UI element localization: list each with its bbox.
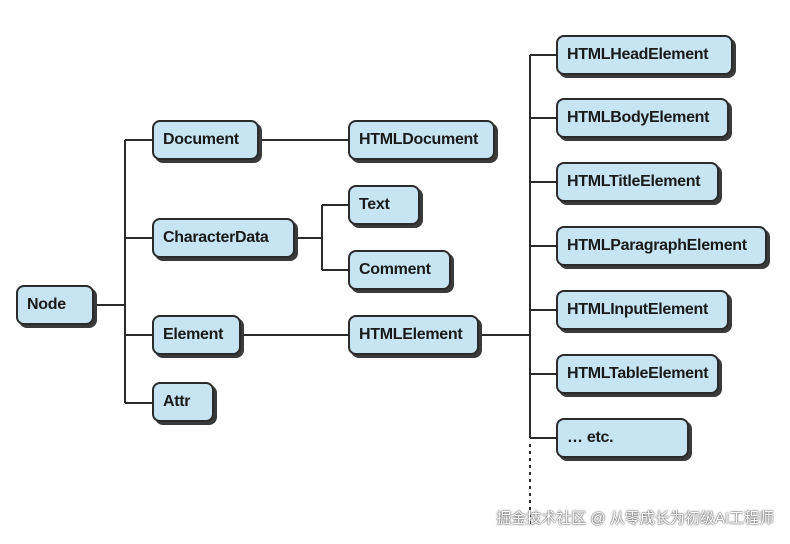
element-box: Element (152, 315, 241, 355)
watermark-text: 掘金技术社区 @ 从零成长为初级AI工程师 (496, 510, 774, 527)
html-document-box: HTMLDocument (348, 120, 495, 160)
character-data-box: CharacterData (152, 218, 295, 258)
etc-box: … etc. (556, 418, 689, 458)
comment-box: Comment (348, 250, 451, 290)
html-body-element-box: HTMLBodyElement (556, 98, 729, 138)
text-box: Text (348, 185, 420, 225)
html-title-element-box: HTMLTitleElement (556, 162, 719, 202)
document-box: Document (152, 120, 259, 160)
html-input-element-box: HTMLInputElement (556, 290, 729, 330)
html-head-element-box: HTMLHeadElement (556, 35, 733, 75)
node-box: Node (16, 285, 94, 325)
html-table-element-box: HTMLTableElement (556, 354, 719, 394)
html-element-box: HTMLElement (348, 315, 479, 355)
html-paragraph-element-box: HTMLParagraphElement (556, 226, 767, 266)
attr-box: Attr (152, 382, 214, 422)
